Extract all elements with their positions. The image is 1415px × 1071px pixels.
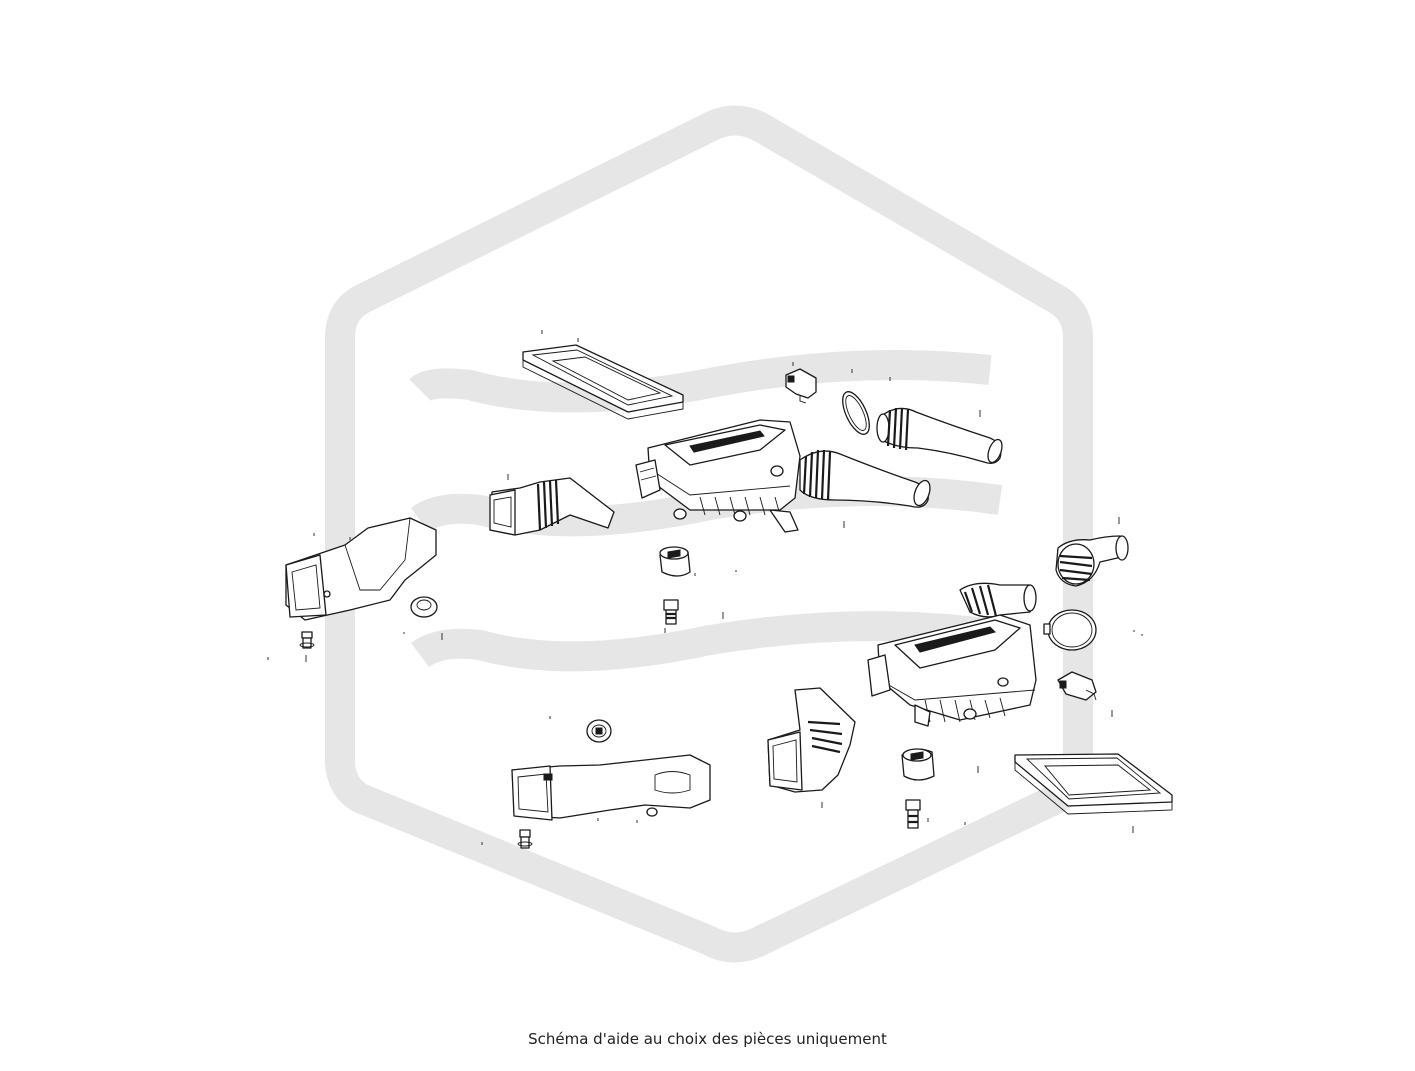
rubber-mount-right[interactable] bbox=[901, 748, 935, 781]
air-filter-element-left[interactable] bbox=[522, 344, 684, 420]
callout-ticks bbox=[267, 330, 1143, 845]
air-intake-channel-left[interactable] bbox=[285, 517, 437, 621]
rubber-mount-left[interactable] bbox=[659, 546, 691, 577]
watermark-logo bbox=[325, 105, 1093, 963]
bolt-right[interactable] bbox=[905, 799, 921, 829]
hose-clamp-right[interactable] bbox=[1043, 609, 1097, 651]
intake-duct-left[interactable] bbox=[489, 477, 615, 536]
air-flow-sensor-left[interactable] bbox=[785, 368, 817, 404]
bolt-left[interactable] bbox=[663, 599, 679, 625]
grommet-right[interactable] bbox=[586, 719, 612, 743]
intake-pipe-right[interactable] bbox=[1055, 535, 1129, 587]
air-intake-channel-right[interactable] bbox=[511, 754, 711, 821]
diagram-caption: Schéma d'aide au choix des pièces unique… bbox=[528, 1030, 887, 1048]
air-filter-housing-right[interactable] bbox=[867, 582, 1037, 727]
intake-pipe-left[interactable] bbox=[876, 407, 1005, 464]
screw-right[interactable] bbox=[517, 829, 533, 849]
hose-clamp-left[interactable] bbox=[837, 388, 875, 438]
screw-left[interactable] bbox=[299, 631, 315, 649]
air-filter-element-right[interactable] bbox=[1014, 753, 1173, 815]
air-filter-housing-left[interactable] bbox=[635, 419, 933, 533]
intake-duct-right[interactable] bbox=[767, 687, 856, 793]
grommet-left[interactable] bbox=[410, 596, 438, 618]
air-flow-sensor-right[interactable] bbox=[1057, 671, 1097, 701]
